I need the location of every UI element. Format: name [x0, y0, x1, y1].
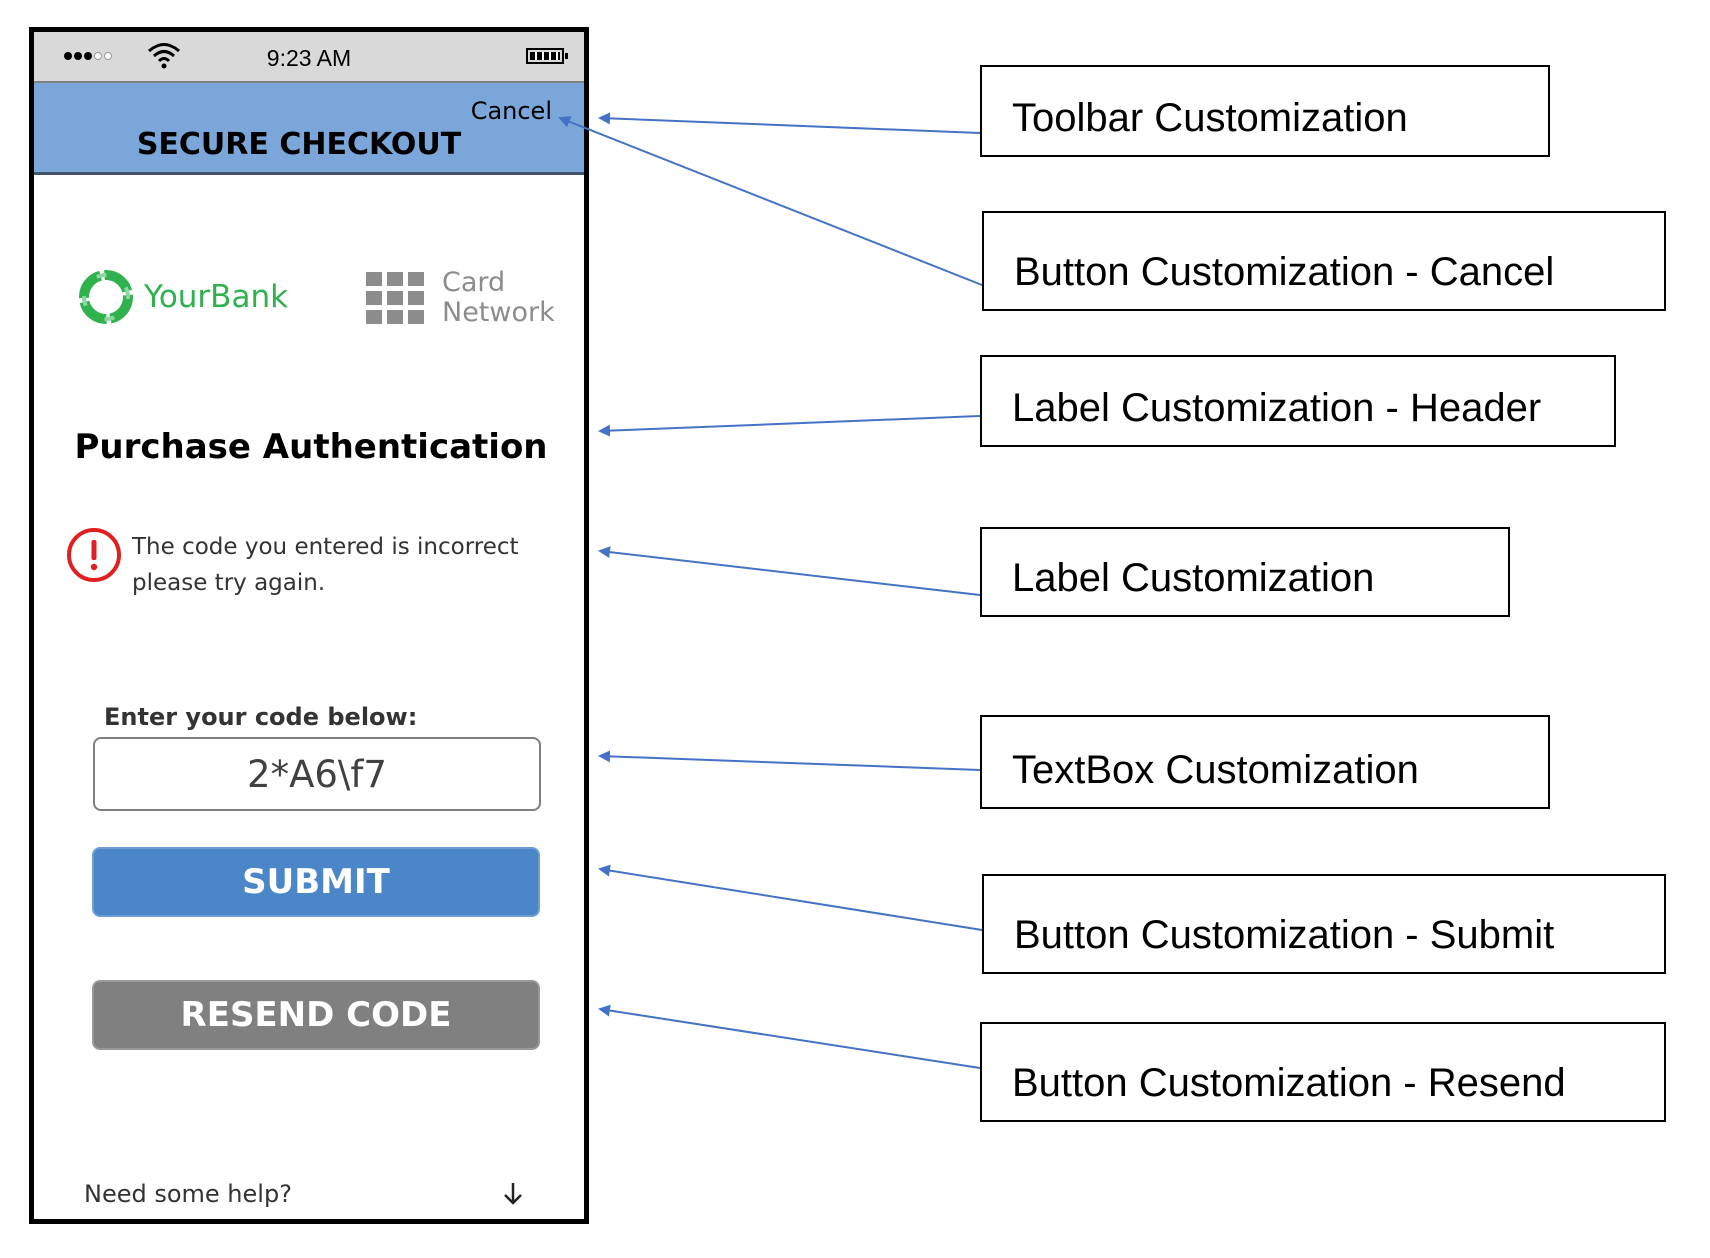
help-link[interactable]: Need some help? — [84, 1180, 292, 1208]
error-message: The code you entered is incorrect please… — [66, 527, 532, 601]
arrow-submit — [598, 864, 983, 931]
callout-toolbar: Toolbar Customization — [980, 65, 1550, 157]
callout-button-cancel: Button Customization - Cancel — [982, 211, 1666, 311]
bank-logo: YourBank — [76, 267, 288, 327]
phone-frame: 9:23 AM Cancel SECURE CHECKOUT YourBank … — [29, 27, 589, 1224]
wifi-icon — [148, 43, 180, 69]
resend-code-button[interactable]: RESEND CODE — [92, 980, 540, 1050]
card-network-name: Card Network — [442, 267, 555, 328]
bank-name: YourBank — [144, 279, 289, 315]
code-input[interactable] — [93, 737, 541, 811]
alert-icon — [67, 528, 121, 582]
callout-button-submit: Button Customization - Submit — [982, 874, 1666, 974]
arrow-toolbar — [598, 112, 981, 134]
battery-icon — [526, 48, 568, 64]
status-time: 9:23 AM — [266, 45, 352, 71]
callout-label-header: Label Customization - Header — [980, 355, 1616, 447]
card-network-logo: Card Network — [366, 268, 555, 328]
signal-strength-icon — [64, 52, 112, 60]
arrow-label — [598, 546, 981, 596]
callout-button-resend: Button Customization - Resend — [980, 1022, 1666, 1122]
toolbar: Cancel SECURE CHECKOUT — [34, 83, 584, 175]
arrow-resend — [598, 1004, 981, 1069]
submit-button[interactable]: SUBMIT — [92, 847, 540, 917]
callout-textbox: TextBox Customization — [980, 715, 1550, 809]
callout-label: Label Customization — [980, 527, 1510, 617]
arrow-down-icon[interactable] — [502, 1181, 524, 1207]
status-bar: 9:23 AM — [34, 32, 584, 83]
grid-icon — [366, 272, 424, 324]
arrow-header — [598, 415, 981, 437]
code-label: Enter your code below: — [104, 703, 418, 731]
bank-ring-icon — [79, 270, 133, 324]
error-text: The code you entered is incorrect please… — [132, 534, 519, 596]
arrow-cancel — [558, 116, 983, 286]
help-row[interactable]: Need some help? — [84, 1180, 524, 1208]
toolbar-title: SECURE CHECKOUT — [136, 127, 462, 162]
page-title: Purchase Authentication — [74, 427, 548, 467]
cancel-button[interactable]: Cancel — [470, 97, 552, 125]
arrow-textbox — [598, 750, 981, 771]
